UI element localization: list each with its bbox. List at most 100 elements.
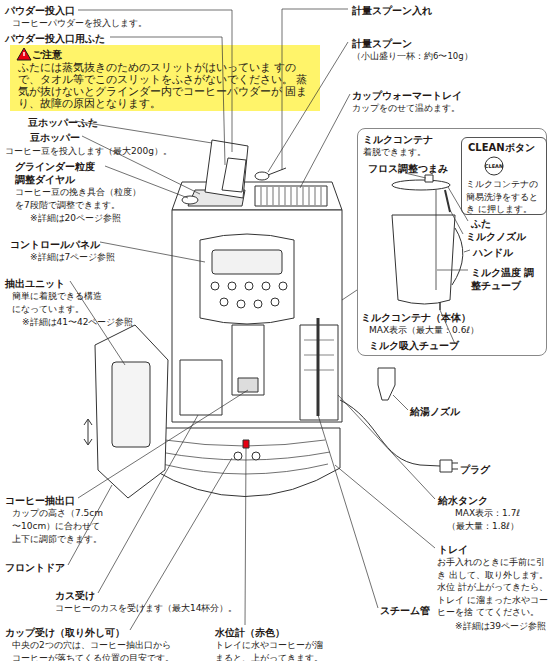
panel-button — [237, 300, 245, 308]
milk-lid — [392, 180, 450, 190]
leader-line — [450, 210, 463, 234]
part-label: プラグ — [460, 463, 490, 476]
part-label: コーヒーのカスを受けます（最大14杯分）。 — [55, 602, 237, 615]
button-circle — [485, 157, 503, 175]
part-label: カップをのせて温めます。 — [352, 102, 460, 115]
panel-button — [262, 282, 270, 290]
part-label: 豆ホッパーふた — [28, 116, 98, 129]
part-label: 給湯ノズル — [410, 405, 460, 418]
panel-button — [271, 298, 279, 306]
node-text: CLEANボタン — [468, 141, 535, 154]
part-label: コーヒー抽出口 — [5, 494, 75, 507]
part-label: グラインダー粒度 調整ダイヤル — [15, 160, 105, 186]
node-text: ミルクコンテナ — [363, 133, 433, 146]
leader-line — [78, 390, 248, 498]
leader-line — [78, 10, 232, 152]
node-text: ミルク温度 調整チューブ — [471, 266, 535, 292]
leader-line — [464, 250, 470, 252]
leader-line — [130, 458, 232, 630]
panel-button — [228, 282, 236, 290]
drip-tray — [150, 428, 340, 497]
powder-lid — [222, 158, 246, 192]
grinder-dial — [182, 196, 198, 204]
node-text: ふたには蒸気抜きのためのスリットがはいっていま すので、タオル等でこのスリットを… — [18, 61, 316, 109]
part-label: 水位計（赤色） — [215, 626, 285, 639]
part-label: お手入れのときに手前に引き 出して、取り外します。水位 計が上がってきたら、トレ… — [437, 556, 549, 619]
part-label: コーヒー豆を投入します（最大200g）。 — [5, 145, 172, 158]
milk-container-inset: ミルクコンテナ着脱できます。フロス調整つまみふたミルクノズルハンドルミルク温度 … — [357, 128, 547, 356]
part-label: （小山盛り一杯：約6〜10g） — [352, 50, 473, 63]
leader-line — [342, 290, 357, 300]
part-label: 計量スプーン入れ — [352, 4, 432, 17]
spout-column — [232, 325, 264, 395]
leader-line — [82, 136, 200, 194]
node-text: ミルク吸入チューブ — [369, 339, 459, 352]
measuring-spoon — [255, 172, 269, 180]
part-label: MAX表示：1.7ℓ — [455, 507, 520, 520]
caution-box: ご注意ふたには蒸気抜きのためのスリットがはいっていま すので、タオル等でこのスリ… — [10, 45, 320, 111]
part-label: 抽出ユニット — [5, 277, 65, 290]
leader-line — [68, 485, 112, 565]
milk-handle — [452, 228, 463, 285]
part-label: カス受け — [55, 589, 95, 602]
part-label: カップ受け（取り外し可） — [5, 626, 125, 639]
part-label: コーヒーパウダーを投入します。 — [12, 17, 147, 30]
milk-jug — [392, 215, 455, 304]
leader-line — [405, 173, 426, 178]
part-label: ※詳細は7ページ参照 — [30, 251, 115, 264]
leader-lines — [68, 9, 470, 630]
node-text: MAX表示（最大量：0.6ℓ） — [369, 324, 479, 337]
node-text: 着脱できます。 — [363, 146, 426, 159]
panel-button — [220, 298, 228, 306]
panel-button — [254, 300, 262, 308]
part-label: 中央の2つの穴は、コーヒー抽出口から コーヒーが落ちてくる位置の目安です。 — [12, 639, 182, 661]
part-label: パウダー投入口用ふた — [5, 32, 105, 45]
leader-line — [440, 310, 455, 344]
panel-button — [245, 282, 253, 290]
clean-button-circle: CLEAN — [484, 156, 504, 176]
leader-line — [105, 166, 188, 198]
leader-line — [338, 395, 435, 499]
part-label: コントロールパネル — [10, 238, 100, 251]
node-text: ミルクコンテナの 簡易洗浄をするとき に押します。 — [466, 178, 544, 216]
warning-icon — [17, 48, 31, 60]
plug — [440, 460, 452, 472]
machine-body — [172, 210, 342, 422]
part-label: 計量スプーン — [352, 37, 412, 50]
control-panel — [200, 234, 294, 324]
node-text: CLEAN — [484, 162, 504, 170]
bean-hopper — [188, 190, 245, 206]
cup-hole — [234, 452, 242, 460]
panel-button — [279, 282, 287, 290]
water-level-indicator — [243, 440, 249, 448]
adjust-arrow — [84, 419, 92, 445]
display — [212, 250, 282, 274]
tray-grid — [160, 440, 330, 474]
cup-hole — [252, 452, 260, 460]
milk-nozzle — [445, 190, 450, 212]
leader-line — [110, 37, 225, 165]
leader-line — [335, 465, 435, 548]
coffee-spout — [238, 378, 258, 392]
leader-line — [245, 448, 246, 625]
leader-line — [98, 415, 198, 593]
froth-knob — [425, 175, 433, 182]
node-text: フロス調整つまみ — [368, 162, 448, 175]
part-label: カップウォーマートレイ — [352, 89, 462, 102]
part-label: 豆ホッパー — [30, 131, 80, 144]
leader-line — [393, 395, 408, 410]
node-text: ミルクコンテナ（本体） — [361, 311, 471, 324]
part-label: ※詳細は20ページ参照 — [30, 212, 121, 225]
warning-mark — [23, 52, 24, 56]
leader-line — [268, 42, 348, 172]
part-label: ※詳細は41〜42ページ参照 — [22, 316, 133, 329]
leader-line — [100, 242, 205, 262]
temperature-tube — [436, 190, 437, 290]
leader-line — [300, 94, 350, 188]
part-label: ※詳細は39ページ参照 — [455, 620, 546, 633]
machine-top — [172, 182, 342, 210]
panel-button — [211, 282, 219, 290]
part-label: トレイ — [438, 543, 468, 556]
node-text: ハンドル — [473, 246, 513, 259]
